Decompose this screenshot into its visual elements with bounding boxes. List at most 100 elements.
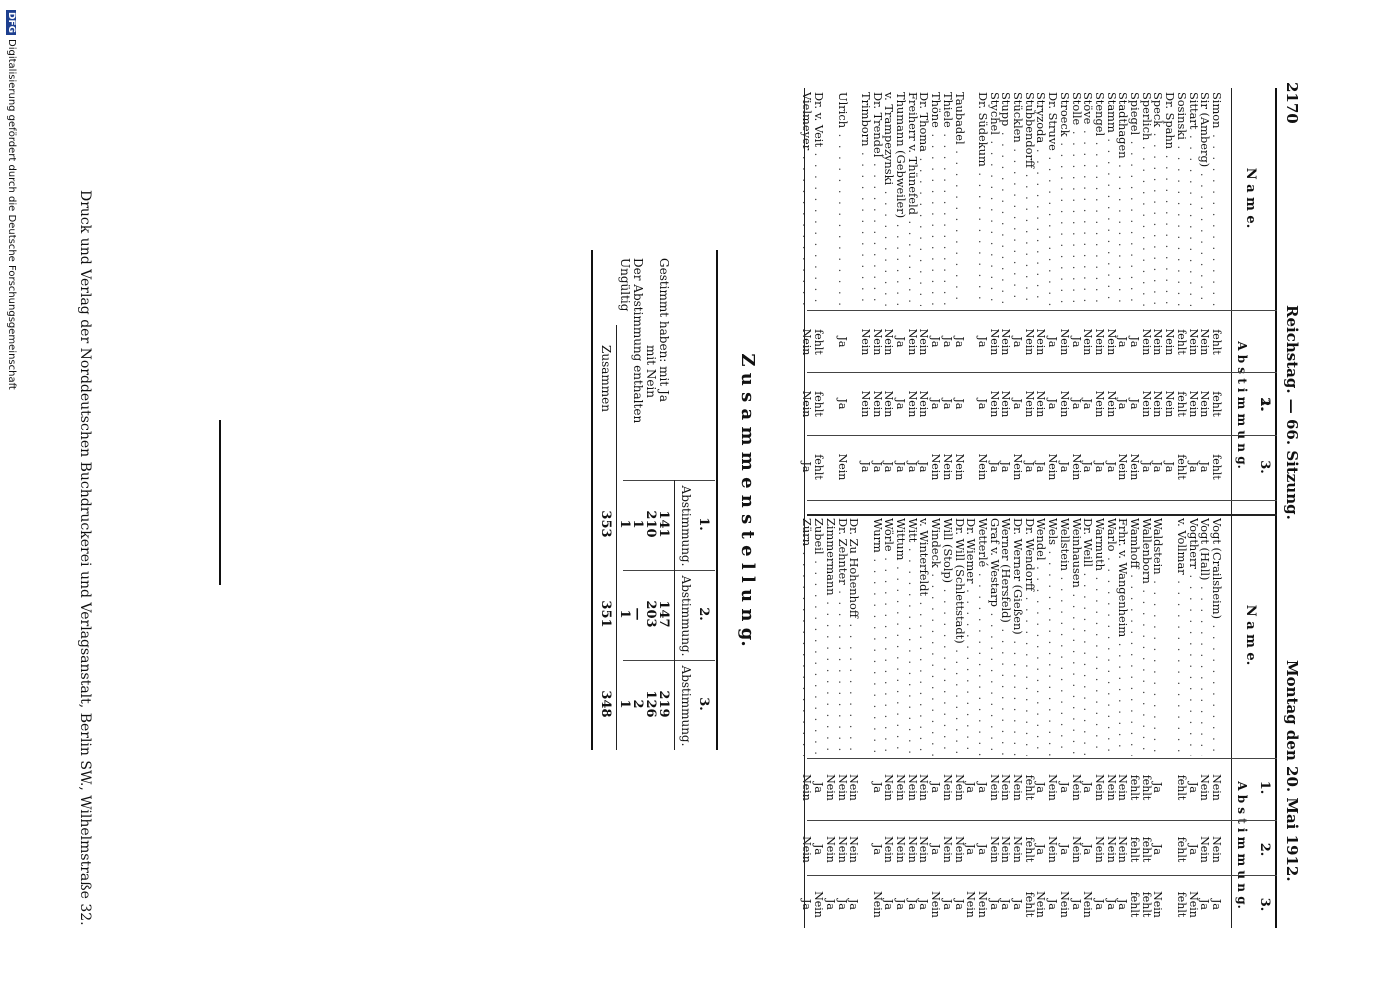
left-vote-1: Nein <box>905 328 919 356</box>
left-row-name: Spiegel . . . . . . . . . . . . . . . . … <box>1128 92 1142 306</box>
right-vote-1: Nein <box>952 774 966 801</box>
rhdrs-col-2: 2. <box>1257 842 1272 857</box>
left-row-name: Sosinski . . . . . . . . . . . . . . . .… <box>1174 92 1188 306</box>
left-vote-2: Nein <box>917 390 931 418</box>
left-vote-1: Nein <box>870 328 884 356</box>
summary-total-rule <box>616 325 617 750</box>
summary-row-label: mit Nein <box>644 345 658 399</box>
left-member-name: Sperlich <box>1139 92 1153 141</box>
right-vote-3: Ja <box>835 899 849 910</box>
left-vote-2: Nein <box>987 390 1001 418</box>
summary-col-sub-2: Abstimmung. <box>679 575 693 657</box>
left-row-name: Sperlich . . . . . . . . . . . . . . . .… <box>1139 92 1153 306</box>
summary-row-label: Der Abstimmung enthalten <box>631 258 645 424</box>
right-member-name: Will (Stolp) <box>940 518 954 584</box>
right-vote-2: fehlt <box>1022 836 1036 863</box>
left-vote-2: fehlt <box>1210 391 1223 417</box>
right-vote-3: Ja <box>917 899 931 910</box>
right-vote-3: fehlt <box>1174 891 1188 918</box>
right-row-name: Wels . . . . . . . . . . . . . . . . . .… <box>1046 518 1060 756</box>
right-vote-2: fehlt <box>1174 836 1188 863</box>
left-vote-3: Nein <box>835 453 849 481</box>
right-row-name: Graf v. Westarp . . . . . . . . . . . . … <box>987 518 1001 756</box>
left-vote-1: Nein <box>1057 328 1071 356</box>
right-vote-3: Ja <box>1116 899 1130 910</box>
right-vote-3: Nein <box>1057 891 1071 918</box>
summary-value: 1 <box>617 519 632 529</box>
left-vote-3: Ja <box>1198 461 1212 473</box>
right-member-name: Dr. Wendorff <box>1022 518 1036 592</box>
left-member-name: Dr. v. Veit <box>812 92 826 148</box>
left-row-name: Sittart . . . . . . . . . . . . . . . . … <box>1186 92 1200 306</box>
right-row-name: Dr. Zu Hohenhoff . . . . . . . . . . . .… <box>847 518 860 756</box>
left-row-name: Dr. Südekum . . . . . . . . . . . . . . … <box>976 92 989 306</box>
left-row-name: Speck . . . . . . . . . . . . . . . . . … <box>1151 92 1165 306</box>
left-col-2-number: 2. <box>1257 397 1272 411</box>
right-row-name: Dr. Werner (Gießen) . . . . . . . . . . … <box>1011 518 1024 756</box>
summary-col-sub-3: Abstimmung. <box>679 665 693 747</box>
left-member-name: Stychel <box>987 92 1001 135</box>
right-row-name: v. Winterfeldt . . . . . . . . . . . . .… <box>917 518 931 756</box>
right-member-name: Wendel <box>1034 518 1048 561</box>
left-row-name: Stöve . . . . . . . . . . . . . . . . . … <box>1081 92 1095 306</box>
left-vote-3: Ja <box>1022 461 1036 473</box>
right-row-name: Dr. Weill . . . . . . . . . . . . . . . … <box>1081 518 1095 756</box>
left-vote-3: Ja <box>917 461 931 473</box>
column-head-rule <box>1231 88 1232 928</box>
right-vote-2: Nein <box>1198 836 1212 863</box>
right-vote-3: Nein <box>964 891 978 918</box>
left-row-name: Stupp . . . . . . . . . . . . . . . . . … <box>999 92 1013 306</box>
summary-total-value: 348 <box>598 690 613 718</box>
right-row-name: Vogt (Crailsheim) . . . . . . . . . . . … <box>1210 518 1223 756</box>
left-vote-1: Nein <box>859 328 872 356</box>
header-rule <box>1275 88 1277 928</box>
right-vote-3: Ja <box>987 899 1001 910</box>
right-vote-1: Ja <box>1151 782 1165 793</box>
right-vote-1: Nein <box>999 774 1013 801</box>
left-vote-2: Ja <box>894 398 908 410</box>
right-member-name: Warmuth <box>1093 518 1106 572</box>
right-vote-3: Nein <box>976 891 989 918</box>
summary-value: 1 <box>617 699 632 709</box>
right-row-name: Witt . . . . . . . . . . . . . . . . . .… <box>905 518 919 756</box>
left-vote-2: Nein <box>1139 390 1153 418</box>
right-vote-3: Ja <box>1011 899 1025 910</box>
left-vote-1: Ja <box>1069 336 1083 348</box>
right-row-name: Weinhausen . . . . . . . . . . . . . . .… <box>1069 518 1083 756</box>
left-divider-name <box>807 310 1277 311</box>
summary-value: 1 <box>630 519 645 529</box>
summary-value: — <box>630 607 645 621</box>
left-row-name: Freiherr v. Thünefeld . . . . . . . . . … <box>906 92 919 306</box>
right-row-name: v. Vollmar . . . . . . . . . . . . . . .… <box>1174 518 1188 756</box>
right-vote-3: Ja <box>952 899 966 910</box>
left-row-name: Stolle . . . . . . . . . . . . . . . . .… <box>1069 92 1083 306</box>
left-row-name: Dr. Trendel . . . . . . . . . . . . . . … <box>870 92 884 306</box>
left-vote-2: Nein <box>859 390 872 418</box>
right-member-name: Wamhoff <box>1128 518 1142 569</box>
right-vote-2: Nein <box>952 836 966 863</box>
left-vote-3: Ja <box>1163 461 1177 473</box>
right-vote-1: Ja <box>1186 782 1200 793</box>
right-vote-3: Nein <box>1081 891 1095 918</box>
right-row-name: Vogt (Hall) . . . . . . . . . . . . . . … <box>1198 518 1212 756</box>
right-vote-2: Ja <box>929 844 943 855</box>
end-rule <box>219 420 221 585</box>
right-vote-1: Ja <box>1057 782 1071 793</box>
right-member-name: Weinhausen <box>1069 518 1083 588</box>
left-vote-3: Nein <box>940 453 954 481</box>
right-vote-2: Nein <box>1116 836 1130 863</box>
right-vote-1: Nein <box>917 774 931 801</box>
right-member-name: Witt <box>905 518 919 543</box>
right-member-name: Wörle <box>882 518 896 552</box>
right-member-name: Dr. Wiemer <box>964 518 978 584</box>
summary-total-value: 353 <box>598 510 613 538</box>
left-name-heading: N a m e. <box>1243 167 1258 229</box>
left-member-name: Sir (Amberg) <box>1198 92 1212 168</box>
left-row-name: Stryzoda . . . . . . . . . . . . . . . .… <box>1034 92 1048 306</box>
summary-total-label: Zusammen <box>599 345 613 412</box>
right-row-name: Warmuth . . . . . . . . . . . . . . . . … <box>1093 518 1106 756</box>
right-vote-1: Nein <box>1011 774 1025 801</box>
left-row-name: Stadthagen . . . . . . . . . . . . . . .… <box>1116 92 1130 306</box>
right-member-name: Dr. Zehnter <box>835 518 849 585</box>
